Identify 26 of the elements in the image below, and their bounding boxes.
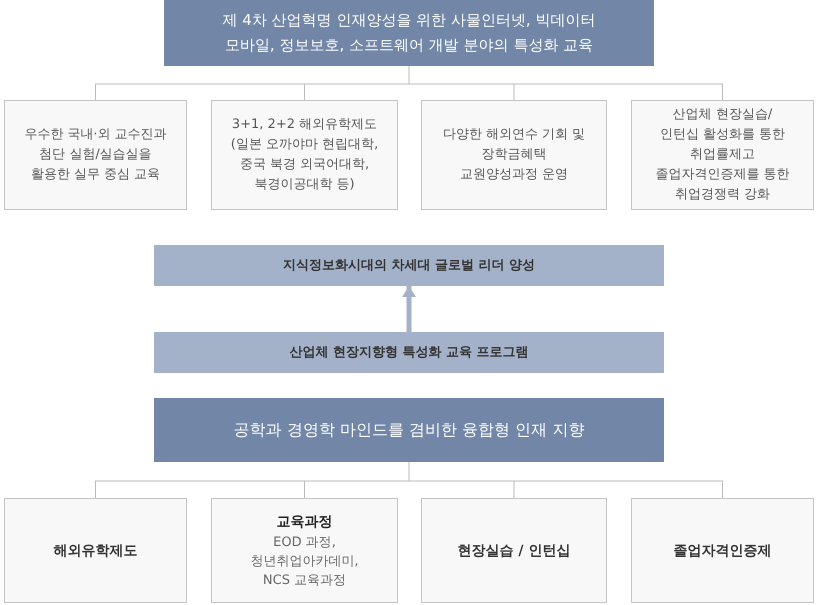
- arrow: [402, 286, 416, 332]
- box-text: 3+1, 2+2 해외유학제도 (일본 오까야마 현립대학, 중국 북경 외국어대학, 북경이공대학 등): [230, 116, 378, 194]
- info-box: [211, 100, 398, 210]
- title-banner: [154, 398, 664, 462]
- band-text: 지식정보화시대의 차세대 글로벌 리더 양성: [282, 256, 536, 274]
- box-text: 졸업자격인증제: [674, 542, 772, 560]
- info-box: [631, 498, 814, 603]
- info-box: [421, 498, 607, 603]
- info-box: [4, 100, 187, 210]
- box-heading: 교육과정: [276, 512, 332, 532]
- box-text: 현장실습 / 인턴십: [458, 542, 570, 560]
- info-box: [4, 498, 187, 603]
- info-box: [211, 498, 398, 603]
- info-box: [631, 100, 814, 210]
- info-box: [421, 100, 607, 210]
- box-text: 산업체 현장실습/ 인턴십 활성화를 통한 취업률제고 졸업자격인증제를 통한 취업경쟁력 강화: [655, 106, 790, 204]
- box-text: EOD 과정, 청년취업아카데미, NCS 교육과정: [250, 534, 359, 590]
- band-text: 산업체 현장지향형 특성화 교육 프로그램: [289, 344, 529, 362]
- box-text: 다양한 해외연수 기회 및 장학금혜택 교원양성과정 운영: [442, 126, 586, 184]
- goal-band: [154, 245, 664, 286]
- banner-text: 공학과 경영학 마인드를 겸비한 융합형 인재 지향: [234, 419, 584, 441]
- banner-text: 제 4차 산업혁명 인재양성을 위한 사물인터넷, 빅데이터 모바일, 정보보호, 소프트웨어 개발 분야의 특성화 교육: [222, 10, 596, 56]
- goal-band: [154, 332, 664, 373]
- box-text: 해외유학제도: [54, 542, 138, 560]
- title-banner: [164, 0, 654, 66]
- box-text: 우수한 국내·외 교수진과 첨단 실험/실습실을 활용한 실무 중심 교육: [24, 126, 167, 184]
